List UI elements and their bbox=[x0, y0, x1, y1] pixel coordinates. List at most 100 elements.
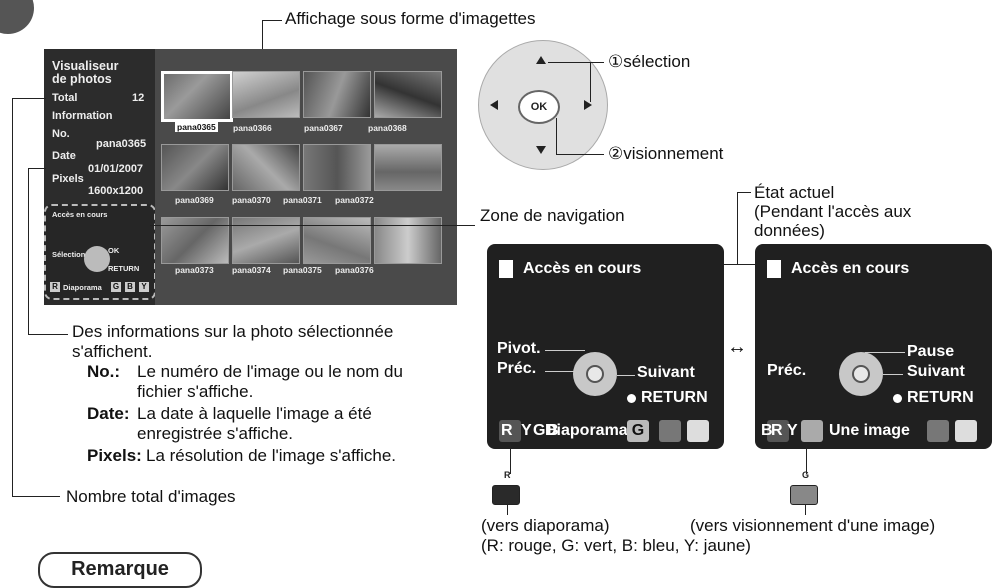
panel-title: Accès en cours bbox=[523, 260, 642, 277]
viewer-title-2: de photos bbox=[52, 72, 112, 86]
key-b[interactable] bbox=[659, 420, 681, 442]
remarque-heading: Remarque bbox=[38, 552, 202, 588]
date-term: Date: bbox=[87, 404, 130, 423]
thumbnail-caption: pana0369 bbox=[175, 195, 214, 205]
nav-zone-label: Zone de navigation bbox=[480, 206, 625, 225]
thumbnail[interactable] bbox=[232, 217, 300, 264]
date-label: Date bbox=[52, 150, 76, 162]
state-label: État actuel bbox=[754, 183, 835, 202]
thumbnail[interactable] bbox=[232, 71, 300, 118]
thumbnail-caption: pana0365 bbox=[175, 122, 218, 132]
thumbnail-caption: pana0376 bbox=[335, 265, 374, 275]
thumbnail-display-label: Affichage sous forme d'imagettes bbox=[285, 9, 536, 28]
thumbnail-caption: pana0374 bbox=[232, 265, 271, 275]
down-arrow-icon bbox=[536, 146, 546, 154]
key-y-label: Y bbox=[787, 422, 798, 439]
tv-sidebar: Visualiseur de photos Total 12 Informati… bbox=[44, 49, 156, 305]
panel-title: Accès en cours bbox=[791, 260, 910, 277]
next-leader bbox=[617, 375, 635, 376]
return-label: RETURN bbox=[907, 389, 974, 406]
step-badge bbox=[0, 0, 34, 34]
next-leader bbox=[883, 374, 903, 375]
g-callout-leader bbox=[806, 444, 807, 474]
thumbnail-caption: pana0367 bbox=[304, 123, 343, 133]
pause-label: Pause bbox=[907, 343, 955, 360]
info-description-2: s'affichent. bbox=[72, 342, 153, 361]
no-text: Le numéro de l'image ou le nom du bbox=[137, 362, 403, 381]
select-leader bbox=[548, 62, 604, 63]
mini-dpad bbox=[84, 246, 110, 272]
no-value: pana0365 bbox=[96, 138, 147, 150]
thumbnail[interactable] bbox=[303, 144, 371, 191]
diaporama-caption: (vers diaporama) bbox=[481, 516, 610, 535]
thumbnail-caption: pana0368 bbox=[368, 123, 407, 133]
mini-navigation-zone: Accès en cours Sélection OK RETURN R Dia… bbox=[44, 204, 156, 300]
thumbnail[interactable] bbox=[161, 217, 229, 264]
mini-slideshow: Diaporama bbox=[63, 283, 102, 292]
dpad-center bbox=[586, 365, 604, 383]
toggle-arrow-icon: ↔ bbox=[727, 336, 747, 358]
single-image-caption: (vers visionnement d'une image) bbox=[690, 516, 936, 535]
key-y[interactable] bbox=[687, 420, 709, 442]
pixels-text: La résolution de l'image s'affiche. bbox=[146, 446, 396, 465]
thumbnail-caption: pana0373 bbox=[175, 265, 214, 275]
thumbnail-caption: pana0366 bbox=[233, 123, 272, 133]
key-r-label: R bbox=[771, 422, 783, 439]
key-y[interactable] bbox=[801, 420, 823, 442]
pixels-label: Pixels bbox=[52, 173, 84, 185]
state-leader bbox=[737, 192, 751, 193]
thumbnail[interactable] bbox=[303, 71, 371, 118]
key-g[interactable]: G bbox=[627, 420, 649, 442]
thumbnail[interactable] bbox=[374, 71, 442, 118]
nav-zone-leader bbox=[150, 225, 475, 226]
pivot-leader bbox=[545, 350, 585, 351]
single-image-label: Une image bbox=[829, 422, 910, 439]
key-g[interactable] bbox=[955, 420, 977, 442]
select-label: ①sélection bbox=[608, 52, 691, 71]
up-arrow-icon bbox=[536, 56, 546, 64]
no-text-2: fichier s'affiche. bbox=[137, 382, 254, 401]
key-r-label: R bbox=[501, 422, 513, 439]
mini-return: RETURN bbox=[108, 264, 140, 273]
slideshow-label: Diaporama bbox=[545, 422, 628, 439]
date-text: La date à laquelle l'image a été bbox=[137, 404, 372, 423]
thumbnail-caption: pana0372 bbox=[335, 195, 374, 205]
info-leader bbox=[28, 168, 29, 334]
key-r[interactable] bbox=[767, 420, 789, 442]
leader-line bbox=[262, 20, 282, 21]
left-arrow-icon bbox=[490, 100, 498, 110]
mini-access: Accès en cours bbox=[52, 210, 108, 219]
thumbnail[interactable] bbox=[161, 144, 229, 191]
no-term: No.: bbox=[87, 362, 121, 381]
total-leader bbox=[12, 98, 46, 99]
prev-leader bbox=[545, 371, 575, 372]
info-leader bbox=[28, 334, 68, 335]
total-leader bbox=[12, 98, 13, 496]
mini-key-y: Y bbox=[139, 282, 149, 292]
pixels-term: Pixels: bbox=[87, 446, 142, 465]
color-legend: (R: rouge, G: vert, B: bleu, Y: jaune) bbox=[481, 536, 751, 555]
mini-key-g: G bbox=[111, 282, 121, 292]
mini-ok: OK bbox=[108, 246, 120, 255]
state-label-2: (Pendant l'accès aux bbox=[754, 202, 912, 221]
key-b[interactable] bbox=[927, 420, 949, 442]
thumbnail-caption: pana0370 bbox=[232, 195, 271, 205]
key-r[interactable] bbox=[499, 420, 521, 442]
pause-leader bbox=[865, 352, 905, 353]
right-arrow-icon bbox=[584, 100, 592, 110]
green-button bbox=[790, 485, 818, 505]
mini-select: Sélection bbox=[52, 250, 86, 259]
nav-panel-right: Accès en cours Préc. Pause Suivant RETUR… bbox=[755, 244, 992, 449]
next-label: Suivant bbox=[907, 363, 965, 380]
thumbnail[interactable] bbox=[303, 217, 371, 264]
thumbnail[interactable] bbox=[161, 71, 233, 122]
info-leader bbox=[28, 168, 46, 169]
thumbnail[interactable] bbox=[232, 144, 300, 191]
red-button bbox=[492, 485, 520, 505]
return-dot-icon bbox=[627, 394, 636, 403]
state-leader bbox=[737, 192, 738, 264]
thumbnail[interactable] bbox=[374, 217, 442, 264]
ok-button[interactable]: OK bbox=[518, 90, 560, 124]
mini-key-r: R bbox=[50, 282, 60, 292]
thumbnail[interactable] bbox=[374, 144, 442, 191]
